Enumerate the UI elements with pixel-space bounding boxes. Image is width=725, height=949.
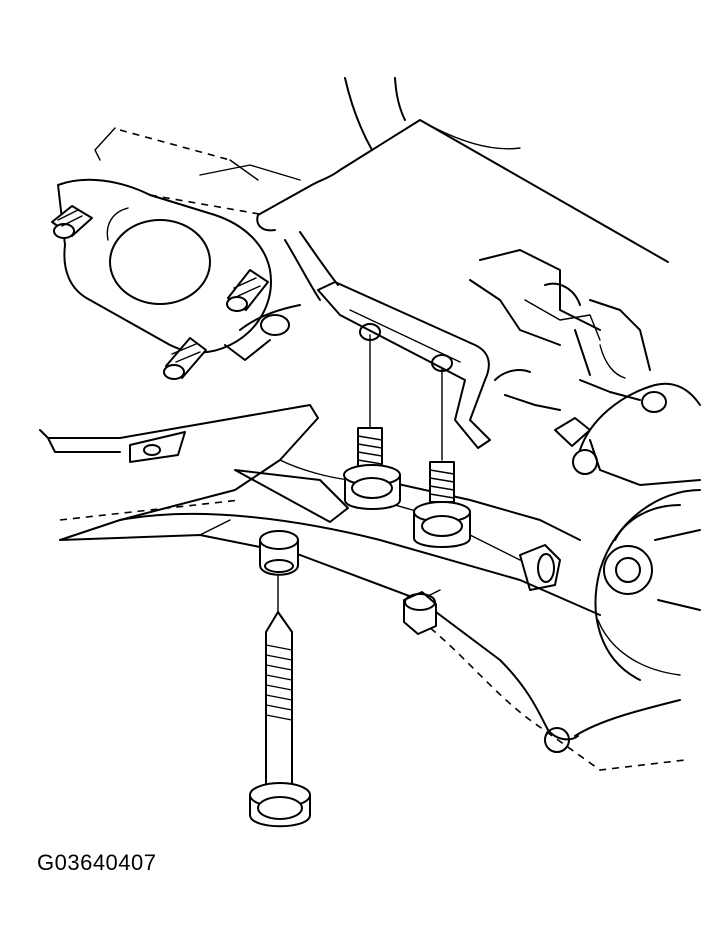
flange-stud-bottom (163, 337, 207, 380)
engine-side-detail (469, 249, 651, 411)
bolt-short-left (343, 427, 401, 510)
pulley-housing (572, 382, 701, 681)
exhaust-flange (57, 178, 272, 354)
flange-stud-left (51, 205, 93, 239)
sensor-boss (519, 417, 591, 591)
spacer-collar (259, 530, 299, 576)
crossmember (59, 479, 686, 771)
flange-stud-middle (226, 269, 269, 312)
bolt-short-right (413, 461, 471, 548)
bolt-long (249, 611, 311, 828)
locating-pin (403, 591, 437, 635)
heat-shield (39, 404, 351, 541)
engine-block-upper (94, 77, 669, 263)
mounting-bracket (317, 281, 491, 449)
figure-id-label: G03640407 (37, 850, 157, 875)
